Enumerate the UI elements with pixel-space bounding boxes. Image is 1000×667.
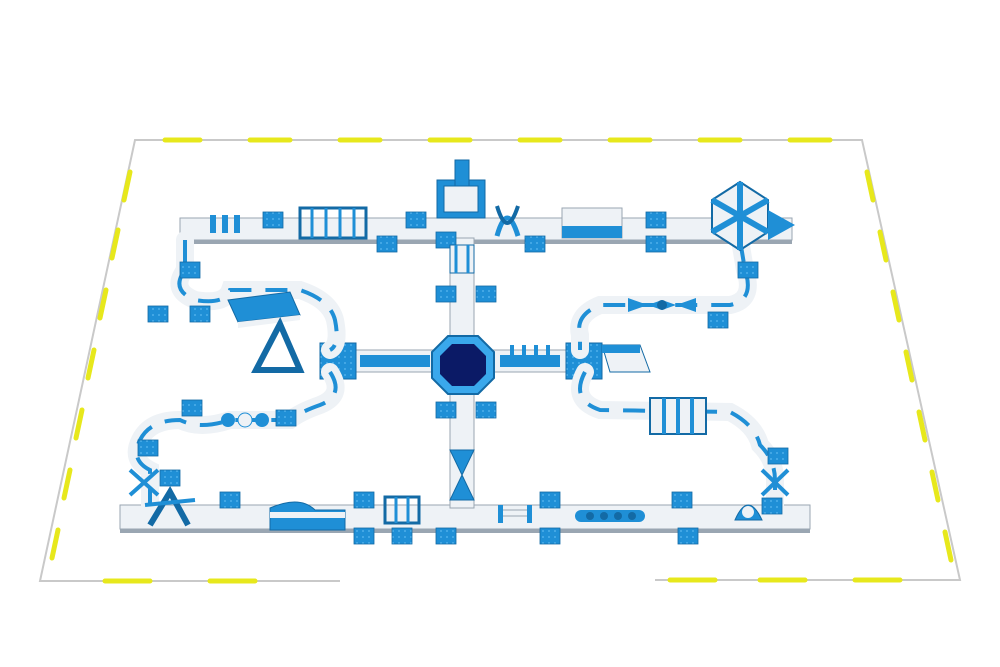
- platform-icon: [475, 285, 497, 303]
- buoy-icon: [49, 527, 61, 561]
- platform-icon: [539, 491, 561, 509]
- platform-icon: [435, 231, 457, 249]
- bottom-bar-bridge-icon: [498, 505, 532, 523]
- top-right-star-slide-icon: [710, 180, 795, 252]
- center-pool-icon: [431, 335, 495, 395]
- buoy-icon: [942, 529, 954, 563]
- platform-icon: [376, 235, 398, 253]
- right-hourglass-icon: [628, 298, 696, 312]
- platform-icon: [405, 211, 427, 229]
- buoy-icon: [61, 467, 73, 501]
- right-cage-icon: [649, 397, 707, 435]
- platform-icon: [159, 469, 181, 487]
- platform-icon: [677, 527, 699, 545]
- platform-icon: [137, 439, 159, 457]
- left-stepping-buoys-icon: [221, 412, 269, 428]
- bottom-hourglass-icon: [449, 449, 475, 501]
- platform-icon: [275, 409, 297, 427]
- buoy-icon: [85, 347, 97, 381]
- center-pillars-icon: [510, 345, 550, 361]
- platform-icon: [539, 527, 561, 545]
- buoy-icon: [109, 227, 121, 261]
- top-walkway: [179, 217, 793, 244]
- right-corner-x-icon: [760, 468, 790, 497]
- buoy-icon: [877, 229, 889, 263]
- boundary-rope: [38, 139, 962, 582]
- buoy-icon: [890, 289, 902, 323]
- bottom-wave-slide-icon: [269, 501, 346, 531]
- platform-icon: [761, 497, 783, 515]
- left-corner-x-icon: [128, 468, 160, 497]
- bottom-stepping-dots-icon: [575, 510, 645, 522]
- platform-icon: [435, 285, 457, 303]
- platform-icon: [475, 401, 497, 419]
- right-ramp-icon: [601, 344, 651, 373]
- platform-icon: [181, 399, 203, 417]
- buoy-line: [49, 137, 954, 584]
- platform-icon: [391, 527, 413, 545]
- platform-icon: [219, 491, 241, 509]
- left-a-frame-icon: [251, 317, 305, 373]
- platform-icon: [767, 447, 789, 465]
- buoy-icon: [121, 169, 133, 203]
- platform-icon: [189, 305, 211, 323]
- buoy-icon: [903, 349, 915, 383]
- platform-icon: [262, 211, 284, 229]
- right-upper-winding-path: [570, 231, 757, 359]
- platform-icon: [353, 527, 375, 545]
- bottom-right-dome-icon: [734, 504, 763, 521]
- buoy-icon: [97, 287, 109, 321]
- buoy-icon: [929, 469, 941, 503]
- left-climbing-wall-icon: [227, 291, 301, 328]
- platform-icon: [737, 261, 759, 279]
- platform-icon: [147, 305, 169, 323]
- platform-group: [137, 211, 789, 545]
- platform-icon: [435, 401, 457, 419]
- top-tower-icon: [436, 159, 486, 219]
- bottom-walkway: [119, 504, 811, 533]
- platform-icon: [524, 235, 546, 253]
- platform-icon: [707, 311, 729, 329]
- bottom-ladder-icon: [383, 495, 421, 525]
- buoy-icon: [73, 407, 85, 441]
- buoy-icon: [916, 409, 928, 443]
- platform-icon: [645, 235, 667, 253]
- right-lower-winding-path: [571, 363, 784, 514]
- top-ladder-icon: [298, 206, 368, 240]
- buoy-icon: [864, 169, 876, 203]
- top-left-pillars-icon: [210, 215, 240, 233]
- vertical-ladder-icon: [449, 244, 475, 274]
- platform-icon: [179, 261, 201, 279]
- top-arch-icon: [494, 205, 521, 237]
- bottom-left-a-frame-icon: [144, 485, 196, 527]
- platform-icon: [353, 491, 375, 509]
- platform-icon: [645, 211, 667, 229]
- top-slide-icon: [561, 207, 623, 239]
- platform-icon: [671, 491, 693, 509]
- platform-icon: [435, 527, 457, 545]
